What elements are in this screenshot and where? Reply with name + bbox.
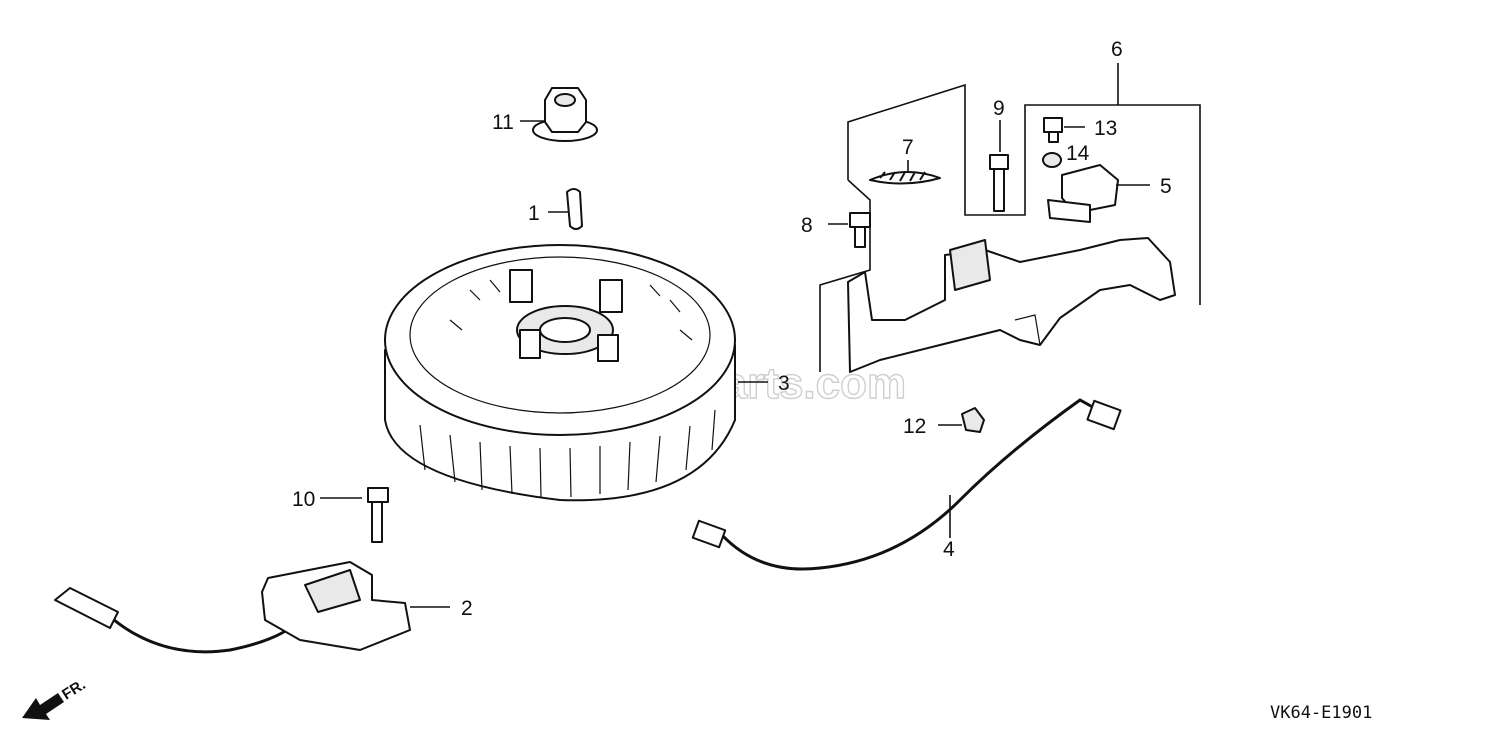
callout-11: 11 [492,111,514,134]
callout-1: 1 [528,202,540,225]
callout-13: 13 [1094,117,1117,140]
flywheel-part[interactable] [384,244,736,502]
washer-14-part[interactable] [1042,152,1062,168]
wire-clip-part[interactable] [961,407,985,433]
callout-4: 4 [943,538,955,561]
stop-switch-wire-part[interactable] [691,398,1122,571]
woodruff-key-part[interactable] [566,188,583,230]
screw-8-part[interactable] [849,212,871,248]
flange-nut-part[interactable] [532,87,598,142]
direction-label: FR. [59,676,89,703]
callout-7: 7 [902,136,914,159]
diagram-code: VK64-E1901 [1270,703,1372,723]
control-lever-bracket-part[interactable] [847,237,1176,373]
callout-6: 6 [1111,38,1123,61]
callout-10: 10 [292,488,315,511]
callout-9: 9 [993,97,1005,120]
callout-5: 5 [1160,175,1172,198]
callout-3: 3 [778,372,790,395]
front-direction-arrow: FR. [22,676,89,720]
ignition-coil-part[interactable] [54,561,411,654]
return-spring-part[interactable] [869,170,941,185]
control-group-box [819,83,1201,372]
screw-9-part[interactable] [989,154,1009,212]
stop-switch-part[interactable] [1047,164,1119,223]
coil-bolt-part[interactable] [367,487,389,543]
callout-2: 2 [461,597,473,620]
callout-12: 12 [903,415,926,438]
leader-lines [320,63,1150,608]
callout-14: 14 [1066,142,1090,165]
callout-8: 8 [801,214,813,237]
screw-13-part[interactable] [1043,117,1063,143]
